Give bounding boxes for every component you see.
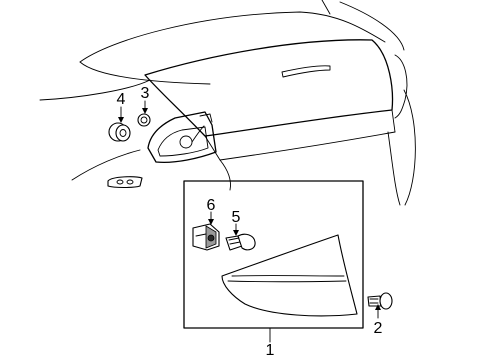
vehicle-rear-body [39, 0, 416, 206]
callout-5: 5 [232, 209, 241, 226]
grommet-part-3 [137, 113, 151, 127]
callout-3: 3 [141, 85, 150, 102]
callout-1: 1 [266, 342, 275, 359]
callout-6: 6 [207, 197, 216, 214]
callout-2: 2 [374, 320, 383, 337]
bulb-socket-part-6 [192, 223, 220, 251]
tail-lamp-part-1 [221, 234, 358, 317]
screw-part-2 [367, 292, 393, 310]
leader-lines [118, 100, 381, 343]
nut-part-4 [108, 122, 131, 142]
bulb-part-5 [225, 233, 256, 251]
retainer-clip [107, 176, 143, 189]
callout-4: 4 [117, 91, 126, 108]
tail-lamp-assembly-box [183, 180, 364, 329]
